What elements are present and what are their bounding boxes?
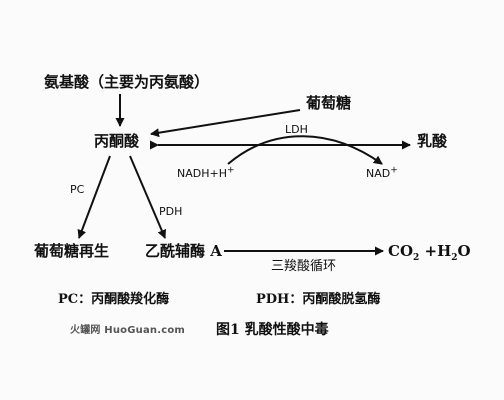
- acetyl-coa-node: 乙酰辅酶 A: [145, 242, 222, 260]
- glucose-input-node: 葡萄糖: [306, 94, 352, 112]
- arrow-pyruvate-to-acetyl-coa: [129, 155, 166, 239]
- ldh-label: LDH: [285, 123, 308, 136]
- co2-main-text: CO: [388, 242, 414, 260]
- arrow-glucose-to-pyruvate: [150, 109, 301, 138]
- plus-h-text: +H: [419, 242, 452, 260]
- arrow-nadh-to-nad: [227, 135, 383, 165]
- legend-pdh: PDH：丙酮酸脱氢酶: [256, 292, 381, 307]
- h2o-subscript: 2: [451, 253, 458, 263]
- h2o-end-text: O: [457, 242, 471, 260]
- nadh-h-main-text: NADH+H: [177, 167, 227, 180]
- amino-acids-node: 氨基酸（主要为丙氨酸）: [44, 73, 210, 91]
- lactate-node: 乳酸: [417, 132, 448, 150]
- arrow-pyruvate-to-gluconeogenesis: [77, 155, 111, 239]
- co2-h2o-node: CO2 +H2O: [388, 242, 471, 263]
- watermark-text: 火罐网 HuoGuan.com: [70, 325, 186, 336]
- pyruvate-node: 丙酮酸: [94, 132, 140, 150]
- nad-superscript: +: [390, 165, 398, 176]
- nadh-h-label: NADH+H+: [177, 165, 235, 180]
- nadh-h-superscript: +: [226, 165, 235, 176]
- pdh-label: PDH: [159, 205, 183, 218]
- tca-cycle-label: 三羧酸循环: [271, 259, 337, 274]
- pc-label: PC: [70, 183, 85, 196]
- legend-pc: PC：丙酮酸羧化酶: [58, 292, 170, 307]
- gluconeogenesis-node: 葡萄糖再生: [34, 242, 110, 260]
- nad-label: NAD+: [366, 165, 398, 180]
- co2-subscript: 2: [413, 253, 420, 263]
- nad-main-text: NAD: [366, 167, 391, 180]
- figure-caption: 图1 乳酸性酸中毒: [216, 322, 329, 338]
